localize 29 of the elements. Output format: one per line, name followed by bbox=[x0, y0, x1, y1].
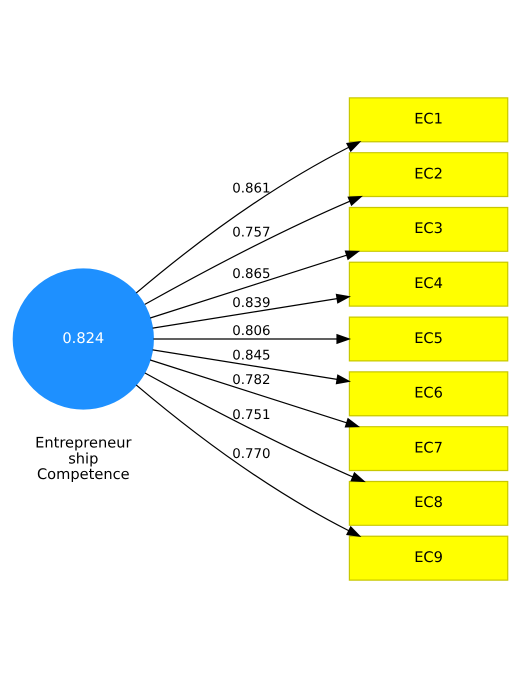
arrow bbox=[152, 294, 351, 329]
edge-label: 0.839 bbox=[232, 296, 271, 312]
edge-label: 0.806 bbox=[232, 324, 271, 340]
edge-label: 0.782 bbox=[232, 372, 271, 388]
arrow bbox=[154, 334, 352, 344]
edge-label: 0.845 bbox=[232, 348, 271, 364]
arrow bbox=[150, 250, 360, 319]
node-label: Entrepreneur ship Competence bbox=[35, 434, 132, 484]
arrow bbox=[150, 359, 360, 428]
edge-label: 0.757 bbox=[232, 225, 271, 240]
node-box: EC9 bbox=[348, 536, 508, 581]
arrow bbox=[136, 384, 362, 537]
node-box: EC3 bbox=[348, 206, 508, 252]
node-box: EC6 bbox=[348, 371, 508, 416]
edge-label: 0.770 bbox=[232, 447, 271, 462]
arrow bbox=[144, 372, 366, 482]
edge-label: 0.861 bbox=[232, 182, 271, 197]
node-box: EC4 bbox=[348, 262, 508, 307]
arrow bbox=[152, 349, 351, 384]
arrow bbox=[144, 196, 363, 305]
node-box: EC5 bbox=[348, 316, 508, 362]
node-box: EC1 bbox=[348, 97, 508, 142]
arrow bbox=[136, 141, 362, 294]
node-box: EC2 bbox=[348, 152, 508, 198]
edge-label: 0.751 bbox=[232, 408, 271, 424]
node-circle: 0.824 bbox=[12, 268, 154, 410]
edge-label: 0.865 bbox=[232, 266, 271, 282]
node-box: EC8 bbox=[348, 480, 508, 526]
node-box: EC7 bbox=[348, 426, 508, 472]
